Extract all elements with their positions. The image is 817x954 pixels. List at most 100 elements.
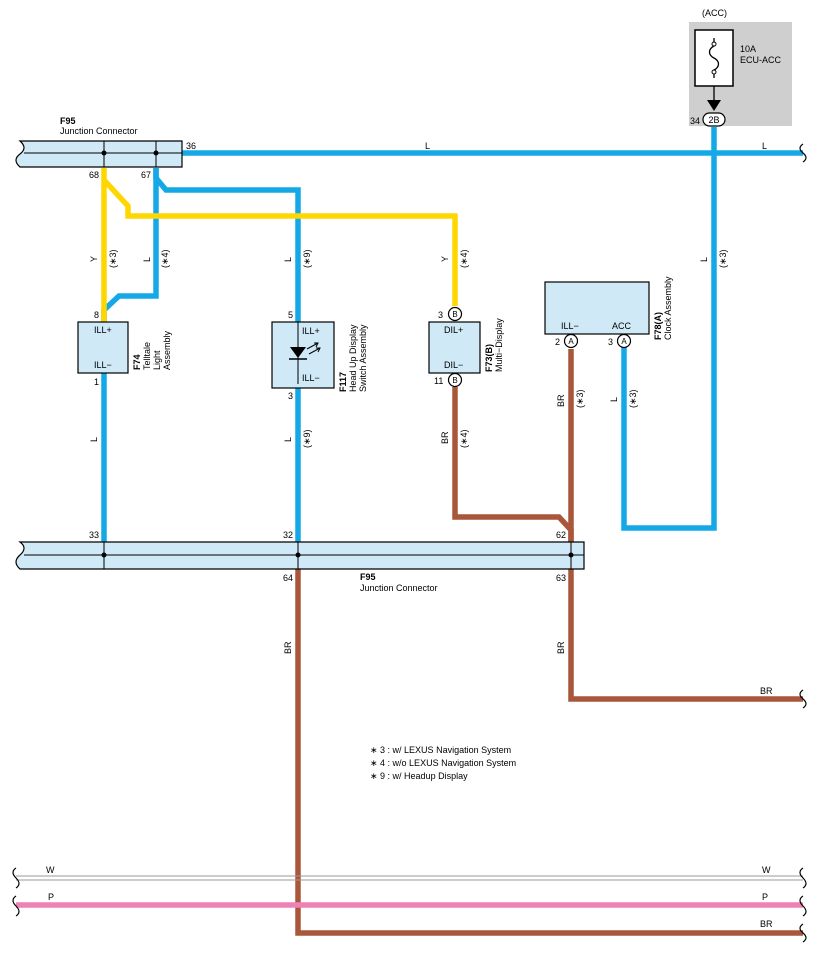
note-3: ∗ 3 : w/ LEXUS Navigation System [370,745,511,755]
label-n3-f78: (∗3) [575,389,585,408]
label-n4-f74: (∗4) [160,249,170,268]
f78-right-tag: A [621,337,627,346]
label-br-pin64: BR [283,641,293,654]
junction-top-pin-67: 67 [141,170,151,180]
junction-top-id: F95 [60,116,76,126]
f78-name-1: Clock Assembly [663,276,673,340]
footnotes: ∗ 3 : w/ LEXUS Navigation System ∗ 4 : w… [370,745,516,781]
label-w-left: W [46,865,55,875]
f78-right-pin: 3 [608,337,613,347]
label-l-f74-bottom: L [89,437,99,442]
wire-br-bottom [295,569,803,936]
f74-bottom-pin: 1 [94,377,99,387]
label-l-top-mid: L [425,141,430,151]
label-p-left: P [48,892,54,902]
label-p-right: P [762,892,768,902]
label-br-pin63: BR [556,641,566,654]
label-y-f73: Y [440,256,450,262]
junction-bottom-name: Junction Connector [360,583,438,593]
f73-name-1: Multi−Display [494,318,504,372]
f117-top-label: ILL+ [302,326,320,336]
junction-bottom-pin-32: 32 [283,530,293,540]
label-n3-f74: (∗3) [108,249,118,268]
component-f73: DIL+ DIL− B 3 B 11 F73(B) Multi−Display [428,306,504,388]
label-br-f78: BR [556,394,566,407]
junction-bottom-pin-64: 64 [283,573,293,583]
f117-top-pin: 5 [288,310,293,320]
label-br-f73: BR [440,431,450,444]
wire-l-f117 [153,168,301,322]
fuse-terminal-top [711,41,717,47]
label-n3-fuse: (∗3) [718,249,728,268]
label-y-f74: Y [89,256,99,262]
label-n3-f78-acc: (∗3) [628,389,638,408]
label-l-top-right: L [762,141,767,151]
junction-connector-bottom: 33 32 62 64 63 F95 Junction Connector [15,530,585,593]
label-l-f74: L [142,257,152,262]
fuse-connector-pin: 2B 34 [690,112,726,127]
wire-labels: L L Y (∗3) L (∗4) L (∗9) Y (∗4) L (∗3) B… [46,141,773,929]
label-l-f117-bottom: L [283,437,293,442]
f74-name-1: Telltale [142,342,152,370]
label-n9-f117-bottom: (∗9) [302,429,312,448]
label-br-bottom: BR [760,919,773,929]
f78-left-tag: A [568,337,574,346]
wire-br-right [568,569,803,702]
label-n4-f73: (∗4) [459,249,469,268]
f74-top-pin: 8 [94,310,99,320]
component-f78: ILL− ACC A 2 A 3 F78(A) Clock Assembly [544,276,673,349]
right-break-marks [799,143,807,943]
junction-top-name: Junction Connector [60,126,138,136]
f74-bottom-label: ILL− [94,360,112,370]
f74-top-label: ILL+ [94,325,112,335]
junction-top-pin-68: 68 [89,170,99,180]
fuse-connector-label: 2B [708,115,719,125]
wire-y-f73 [101,178,458,306]
left-break-marks [12,867,20,917]
f78-left-pin: 2 [555,337,560,347]
junction-bottom-id: F95 [360,572,376,582]
fuse-rating: 10A [740,44,756,54]
label-n9-f117: (∗9) [302,249,312,268]
f117-bottom-pin: 3 [288,391,293,401]
f117-id: F117 [338,372,348,392]
note-4: ∗ 4 : w/o LEXUS Navigation System [370,758,516,768]
fuse-icon [708,38,720,78]
f73-top-pin: 3 [438,310,443,320]
wires [16,127,803,936]
f73-id: F73(B) [484,344,494,372]
label-w-right: W [762,865,771,875]
f74-name-2: Light [152,350,162,370]
note-9: ∗ 9 : w/ Headup Display [370,771,468,781]
f73-bottom-label: DIL− [444,360,463,370]
label-l-f78: L [609,397,619,402]
f117-bottom-label: ILL− [302,373,320,383]
junction-bottom-pin-63: 63 [556,573,566,583]
f74-id: F74 [132,354,142,370]
f117-name-1: Head Up Display [348,324,358,392]
wire-br-f73 [452,387,574,542]
fuse-terminal-bottom [711,69,717,75]
label-br-right: BR [760,686,773,696]
fuse-block: (ACC) 10A ECU-ACC [689,8,792,126]
component-f74: ILL+ ILL− 8 1 F74 Telltale Light Assembl… [77,310,172,387]
label-l-fuse: L [699,257,709,262]
f78-right-label: ACC [612,321,632,331]
fuse-arrow-icon [707,100,721,111]
junction-connector-top: F95 Junction Connector 36 68 67 [15,116,196,180]
fuse-source: (ACC) [702,8,727,18]
f73-bottom-tag: B [452,376,457,385]
wire-l-fuse-drop [621,127,717,531]
fuse-name: ECU-ACC [740,55,782,65]
label-n4-f73-bottom: (∗4) [459,429,469,448]
f78-left-label: ILL− [561,321,579,331]
f73-top-label: DIL+ [444,325,463,335]
f73-top-tag: B [452,310,457,319]
f117-name-2: Switch Assembly [358,324,368,392]
led-light-arrows-icon [306,342,321,355]
f74-name-3: Assembly [162,330,172,370]
fuse-pin-number: 34 [690,116,700,126]
component-f117: ILL+ ILL− 5 3 F117 Head Up Display Switc… [271,310,368,401]
f78-id: F78(A) [653,312,663,340]
junction-bottom-pin-62: 62 [556,530,566,540]
